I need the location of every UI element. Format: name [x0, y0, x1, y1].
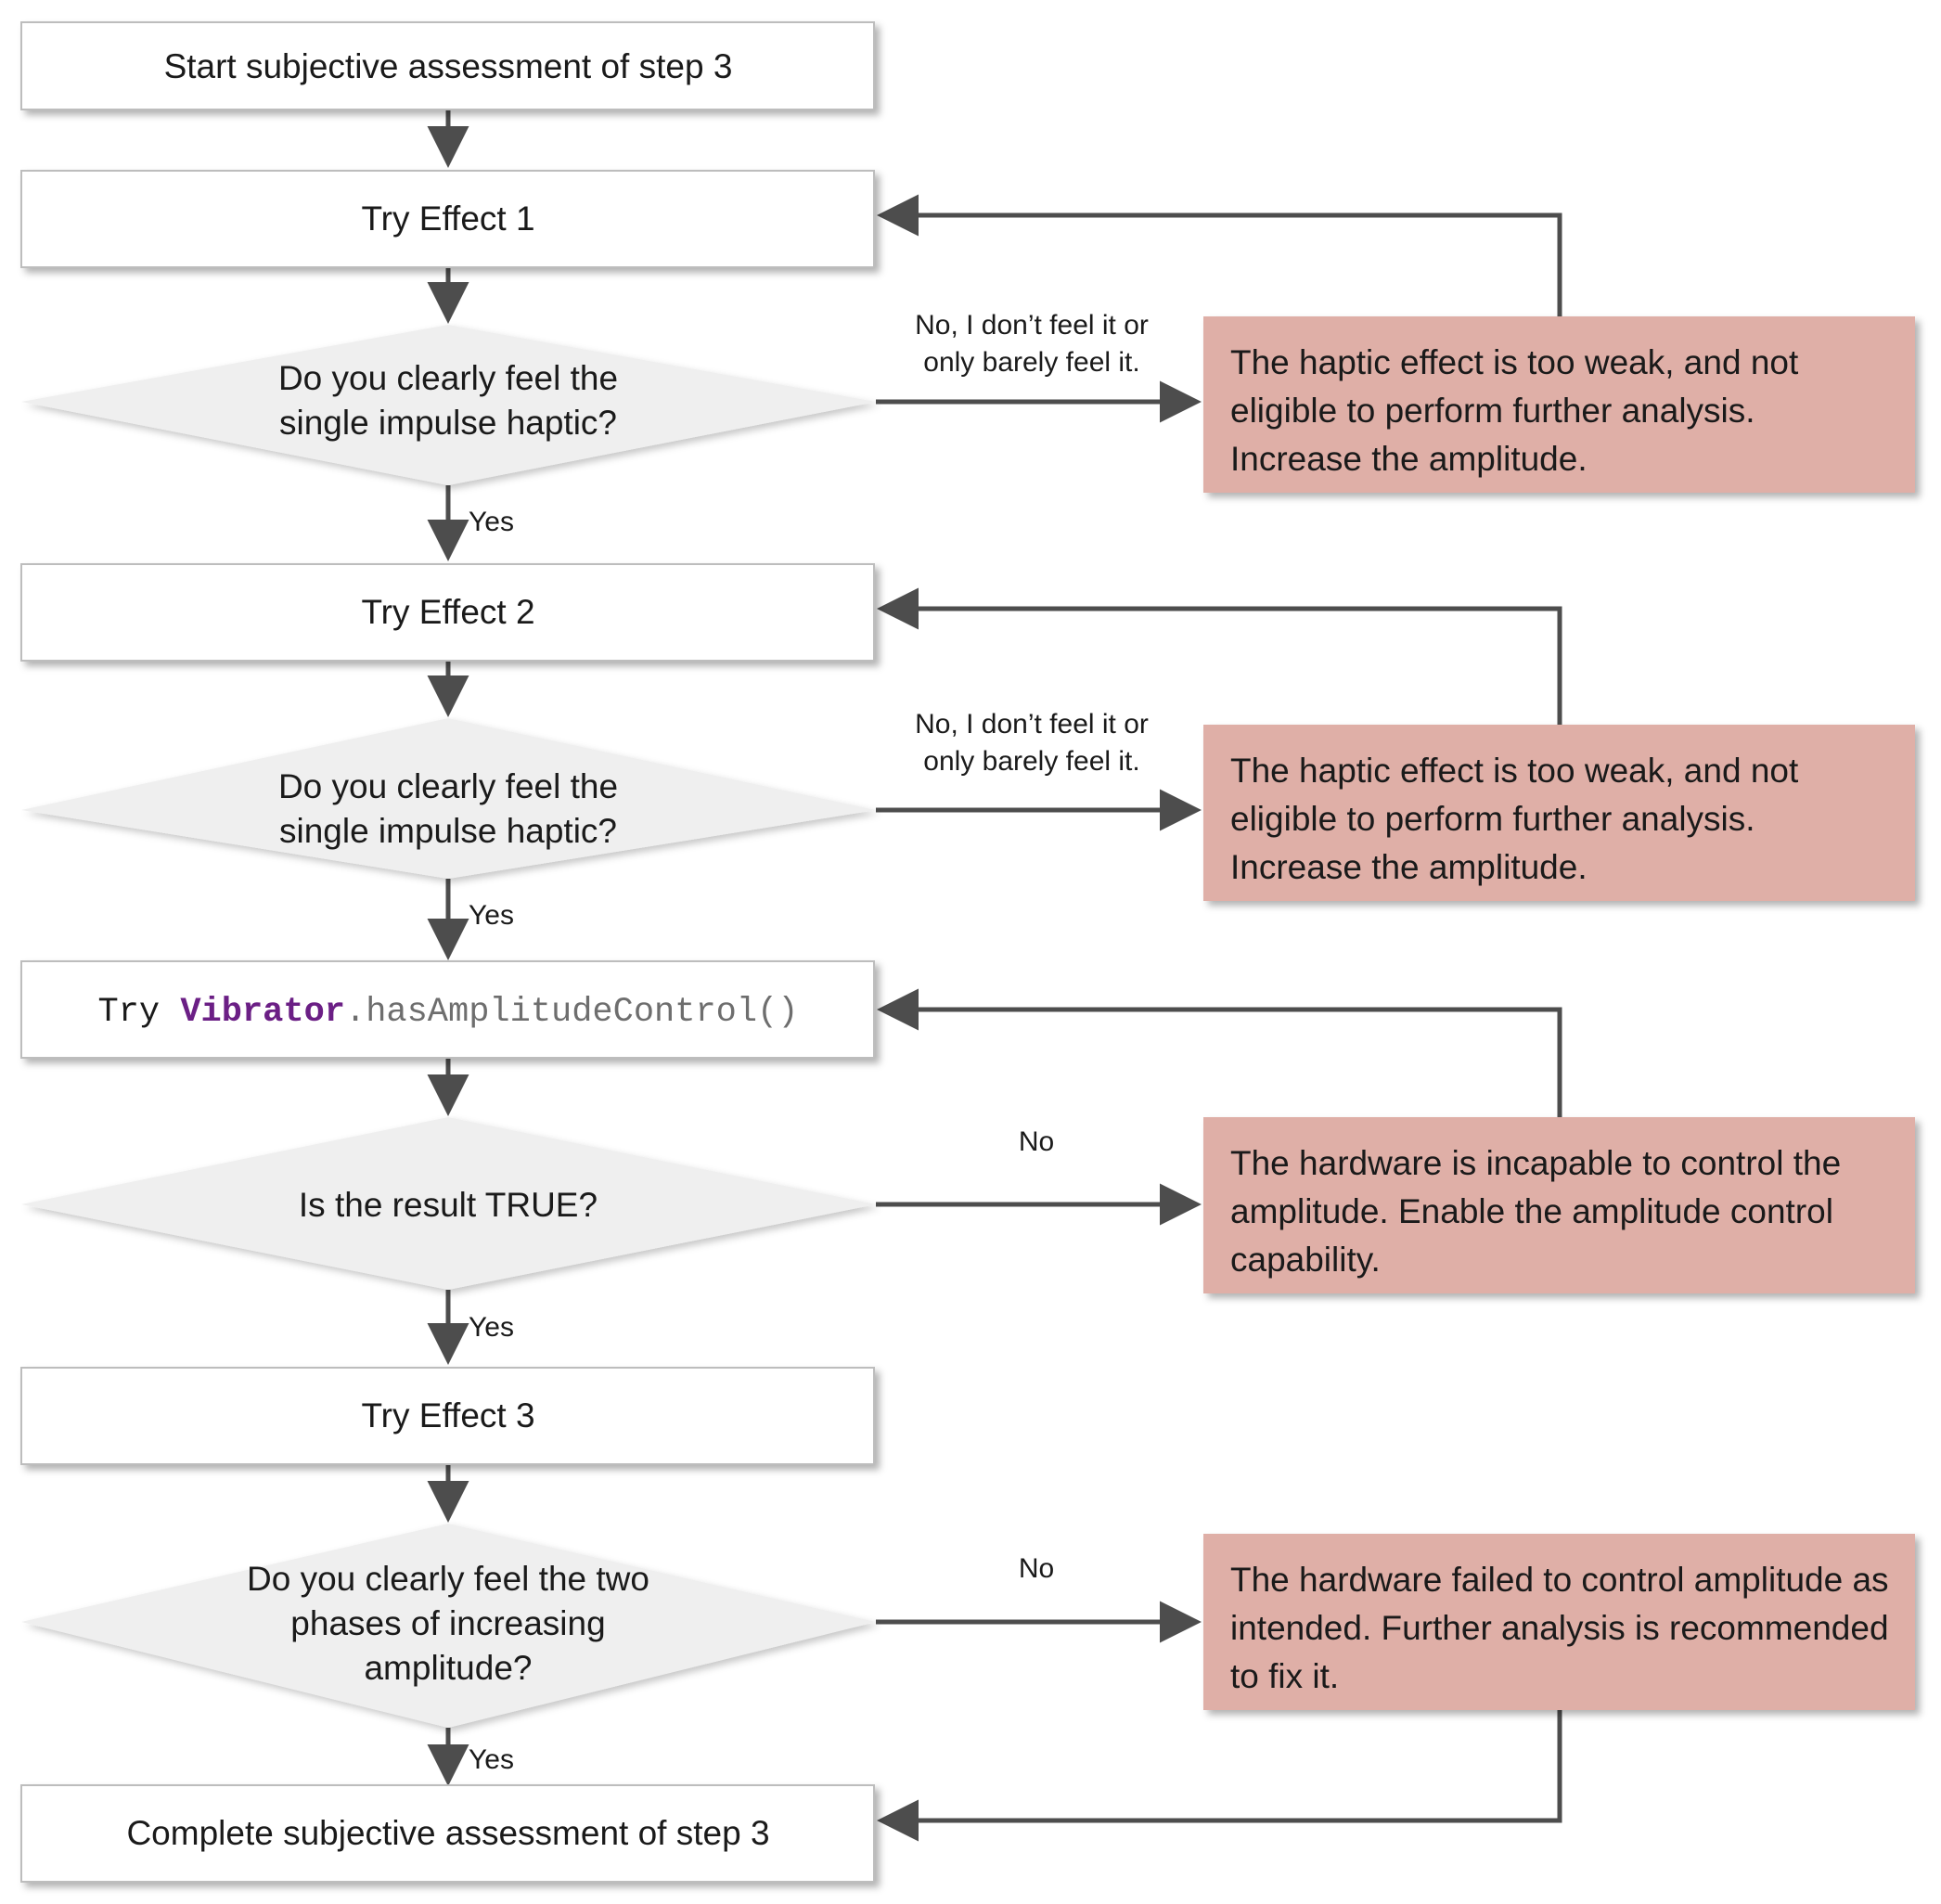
node-complete[interactable]: Complete subjective assessment of step 3 — [20, 1784, 875, 1883]
node-decision1[interactable]: Do you clearly feel the single impulse h… — [21, 325, 876, 485]
node-effect2[interactable]: Try Effect 2 — [20, 563, 875, 662]
hasamp-prefix: Try — [98, 993, 181, 1032]
decision1-diamond[interactable] — [21, 325, 876, 485]
decision4-label-line1: Do you clearly feel the two — [247, 1560, 649, 1598]
hasamp-box[interactable] — [20, 960, 875, 1059]
decision1-label-line2: single impulse haptic? — [279, 404, 617, 442]
node-decision4[interactable]: Do you clearly feel the two phases of in… — [21, 1524, 876, 1728]
effect2-box[interactable] — [20, 563, 875, 662]
effect2-label: Try Effect 2 — [361, 593, 534, 631]
complete-box[interactable] — [20, 1784, 875, 1883]
node-has-amplitude-control[interactable]: Try Vibrator.hasAmplitudeControl() — [20, 960, 875, 1059]
node-decision3[interactable]: Is the result TRUE? — [21, 1117, 876, 1290]
edge-label-yes-2: Yes — [469, 900, 514, 931]
edge-label-no-feel-2-line2: only barely feel it. — [923, 746, 1139, 777]
edge-callout2-loop-to-effect2 — [877, 587, 1562, 725]
effect1-label: Try Effect 1 — [361, 199, 534, 238]
callout3-line3: capability. — [1230, 1241, 1381, 1279]
edge-label-no-feel-1-line1: No, I don’t feel it or — [915, 310, 1149, 341]
callout3-line2: amplitude. Enable the amplitude control — [1230, 1192, 1833, 1230]
edge-label-yes-3: Yes — [469, 1312, 514, 1343]
effect3-label: Try Effect 3 — [361, 1396, 534, 1434]
node-callout1[interactable]: The haptic effect is too weak, and not e… — [1203, 316, 1915, 493]
hasamp-method: .hasAmplitudeControl() — [345, 993, 798, 1032]
decision3-label-line1: Is the result TRUE? — [299, 1186, 598, 1224]
callout1-box[interactable] — [1203, 316, 1915, 493]
decision4-diamond[interactable] — [21, 1524, 876, 1728]
callout1-line1: The haptic effect is too weak, and not — [1230, 343, 1799, 381]
start-box[interactable] — [20, 21, 875, 110]
node-effect3[interactable]: Try Effect 3 — [20, 1367, 875, 1465]
decision3-diamond[interactable] — [21, 1117, 876, 1290]
callout4-box[interactable] — [1203, 1534, 1915, 1710]
node-decision2[interactable]: Do you clearly feel the single impulse h… — [21, 718, 876, 879]
hasamp-code-label: Try Vibrator.hasAmplitudeControl() — [98, 993, 799, 1032]
edge-label-no-3: No — [1019, 1126, 1054, 1157]
effect1-box[interactable] — [20, 170, 875, 268]
node-start[interactable]: Start subjective assessment of step 3 — [20, 21, 875, 110]
edge-label-no-4: No — [1019, 1553, 1054, 1584]
node-effect1[interactable]: Try Effect 1 — [20, 170, 875, 268]
callout1-line2: eligible to perform further analysis. — [1230, 392, 1755, 430]
edge-label-yes-1: Yes — [469, 507, 514, 537]
edge-labels-layer: No, I don’t feel it or only barely feel … — [469, 310, 1149, 1775]
callout3-line1: The hardware is incapable to control the — [1230, 1144, 1841, 1182]
edge-label-no-feel-1-line2: only barely feel it. — [923, 347, 1139, 378]
callout2-line3: Increase the amplitude. — [1230, 848, 1588, 886]
start-label: Start subjective assessment of step 3 — [164, 47, 733, 85]
decision2-label-line2: single impulse haptic? — [279, 812, 617, 850]
edge-callout3-loop-to-hasamp — [877, 988, 1562, 1117]
callout2-box[interactable] — [1203, 725, 1915, 901]
decision4-label-line3: amplitude? — [364, 1649, 532, 1687]
edge-label-yes-4: Yes — [469, 1744, 514, 1775]
edge-callout4-to-complete — [877, 1707, 1562, 1842]
callout4-line3: to fix it. — [1230, 1657, 1339, 1695]
callout3-box[interactable] — [1203, 1117, 1915, 1293]
hasamp-keyword: Vibrator — [180, 993, 345, 1032]
edge-label-no-feel-2-line1: No, I don’t feel it or — [915, 709, 1149, 740]
node-callout4[interactable]: The hardware failed to control amplitude… — [1203, 1534, 1915, 1710]
node-callout2[interactable]: The haptic effect is too weak, and not e… — [1203, 725, 1915, 901]
callout4-line2: intended. Further analysis is recommende… — [1230, 1609, 1889, 1647]
callout4-line1: The hardware failed to control amplitude… — [1230, 1561, 1889, 1599]
callout1-line3: Increase the amplitude. — [1230, 440, 1588, 478]
callout2-line1: The haptic effect is too weak, and not — [1230, 752, 1799, 790]
complete-label: Complete subjective assessment of step 3 — [126, 1814, 769, 1852]
node-callout3[interactable]: The hardware is incapable to control the… — [1203, 1117, 1915, 1293]
edge-callout1-loop-to-effect1 — [877, 194, 1562, 316]
effect3-box[interactable] — [20, 1367, 875, 1465]
decision2-diamond[interactable] — [21, 718, 876, 879]
callout2-line2: eligible to perform further analysis. — [1230, 800, 1755, 838]
decision2-label-line1: Do you clearly feel the — [278, 767, 618, 805]
decision4-label-line2: phases of increasing — [290, 1604, 605, 1642]
edges-layer — [427, 109, 1562, 1842]
decision1-label-line1: Do you clearly feel the — [278, 359, 618, 397]
